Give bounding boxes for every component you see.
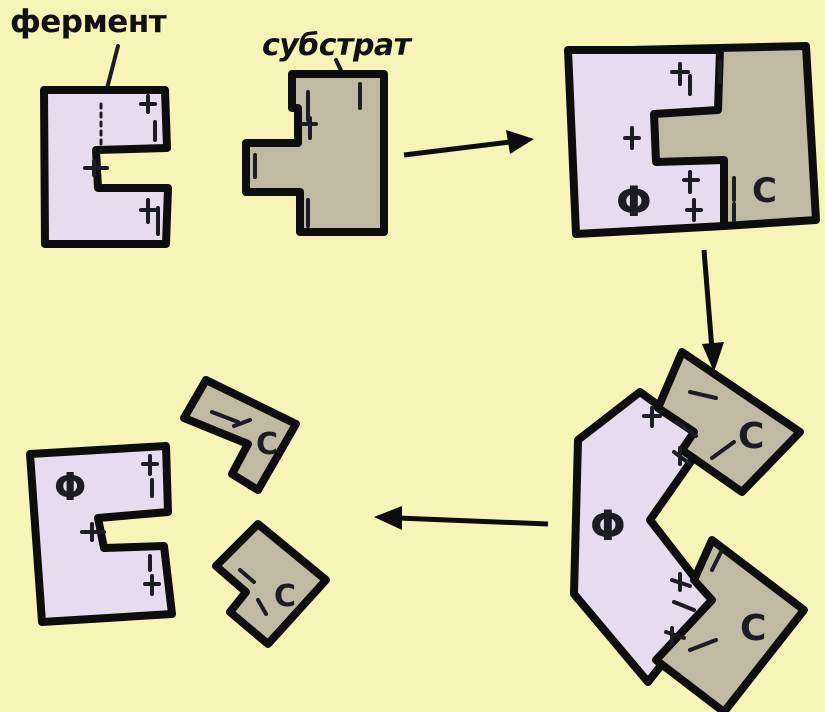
- product-glyph-released-top: C: [256, 427, 278, 462]
- released-product-bottom: C: [216, 524, 326, 644]
- free-substrate: [246, 74, 384, 232]
- released-product-top: C: [184, 380, 296, 490]
- bent-enzyme-complex: Φ C C: [574, 352, 804, 712]
- enzyme-glyph-released: Φ: [54, 465, 86, 509]
- enzyme-substrate-complex: Φ C: [568, 46, 816, 234]
- enzyme-glyph: Φ: [616, 177, 652, 226]
- product-glyph-top: C: [738, 416, 764, 457]
- released-enzyme: Φ: [30, 446, 172, 622]
- product-glyph: C: [752, 171, 777, 211]
- free-enzyme: [44, 90, 168, 244]
- product-glyph-released-bottom: C: [274, 579, 296, 614]
- arrow-bind: [404, 130, 534, 155]
- arrow-transform: [702, 250, 724, 372]
- product-glyph-bottom: C: [740, 608, 766, 649]
- enzyme-glyph-bent: Φ: [590, 501, 626, 550]
- arrow-release: [374, 506, 548, 530]
